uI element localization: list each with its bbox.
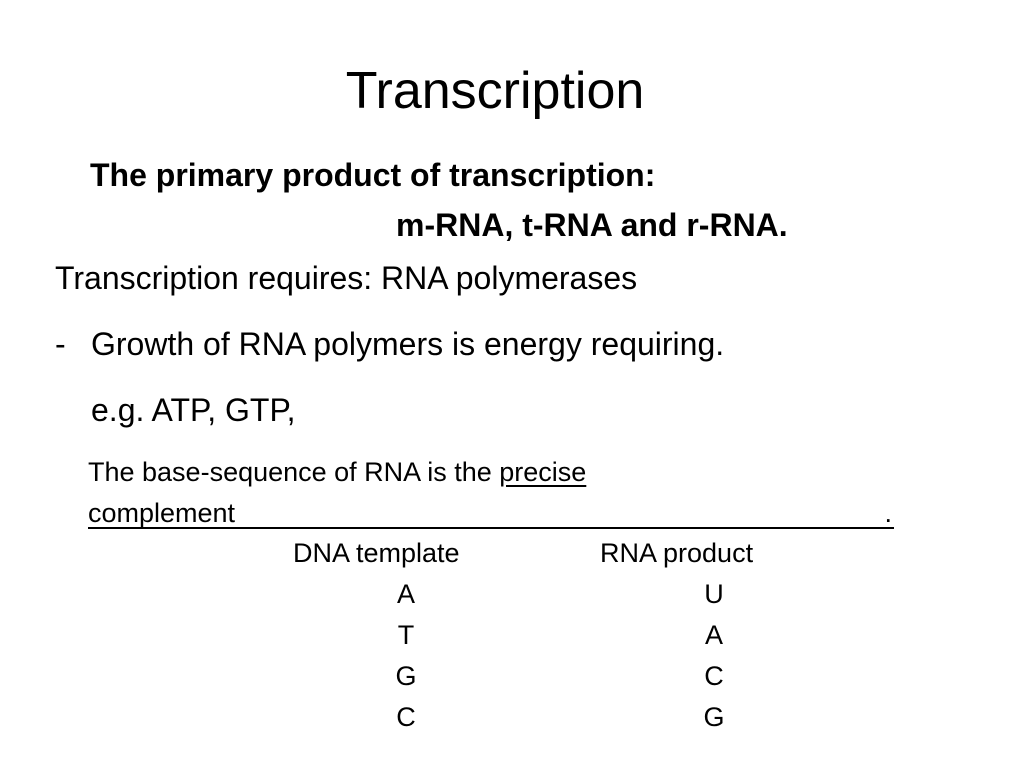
- rna-product-header: RNA product: [600, 538, 754, 568]
- rna-base-cell: G: [703, 702, 725, 732]
- energy-example: e.g. ATP, GTP,: [91, 392, 296, 428]
- complement-word: complement: [88, 498, 236, 528]
- dna-base-cell: T: [397, 620, 415, 650]
- growth-bullet: Growth of RNA polymers is energy requiri…: [91, 326, 725, 362]
- bullet-dash: -: [55, 326, 66, 362]
- dna-template-header: DNA template: [293, 538, 460, 568]
- rna-base-cell: U: [704, 579, 724, 609]
- rna-base-cell: C: [704, 661, 724, 691]
- complement-period: .: [884, 498, 892, 528]
- dna-base-cell: A: [396, 579, 415, 609]
- requires-line: Transcription requires: RNA polymerases: [55, 260, 638, 296]
- slide-title: Transcription: [345, 62, 645, 120]
- base-sequence-line: The base-sequence of RNA is the precise: [88, 456, 586, 488]
- dna-base-cell: C: [396, 702, 416, 732]
- rna-types-heading: m-RNA, t-RNA and r-RNA.: [396, 207, 788, 243]
- precise-word: precise: [499, 457, 587, 487]
- rna-base-cell: A: [704, 620, 723, 650]
- dna-base-cell: G: [395, 661, 417, 691]
- primary-product-heading: The primary product of transcription:: [90, 157, 656, 193]
- complement-line: complement .: [88, 497, 894, 529]
- base-sequence-prefix: The base-sequence of RNA is the: [88, 457, 500, 487]
